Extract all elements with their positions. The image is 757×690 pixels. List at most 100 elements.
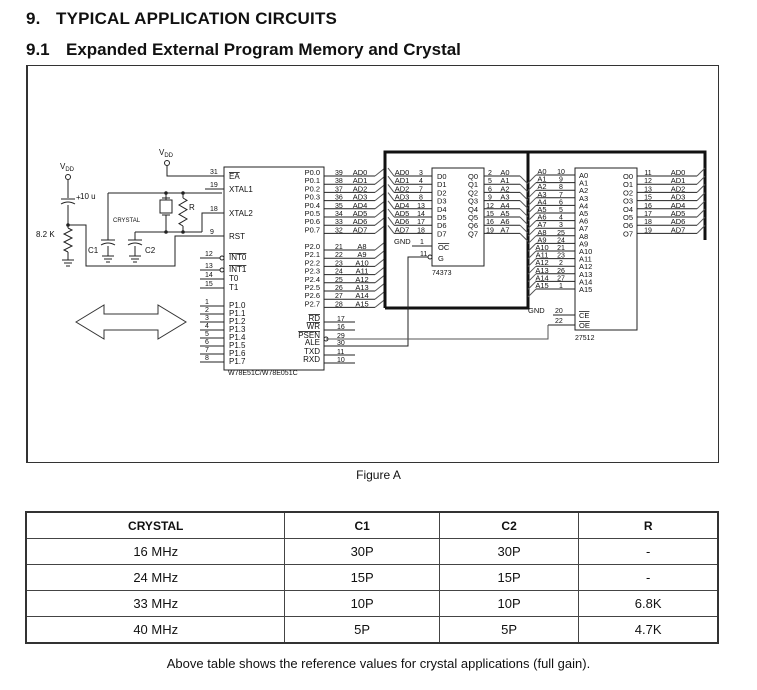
net-label: A0: [537, 167, 546, 176]
pin-number: 22: [335, 252, 343, 259]
pin-number: 1: [559, 283, 563, 290]
mcu-pin-label: P0.6: [305, 217, 320, 226]
eprom-pin-label: O0: [623, 172, 633, 181]
mcu-pin-label-int1: INT1: [229, 265, 247, 274]
net-label: A7: [537, 220, 546, 229]
latch-pin-label: D1: [437, 180, 447, 189]
mcu-pin-label-t0: T0: [229, 274, 239, 283]
pin-number: 7: [559, 192, 563, 199]
pin-number: 3: [559, 222, 563, 229]
pin-number: 6: [559, 199, 563, 206]
pin-number: 12: [205, 251, 213, 258]
net-label: A13: [355, 283, 368, 292]
mcu-pin-label-xtal1: XTAL1: [229, 185, 253, 194]
bus-entry: [527, 288, 537, 298]
latch-pin-label: Q6: [468, 221, 478, 230]
pin-number: 12: [486, 203, 494, 210]
bus-entry: [696, 216, 706, 226]
pin-number: 12: [644, 178, 652, 185]
net-label: AD0: [671, 168, 686, 177]
net-label: A8: [357, 242, 366, 251]
pin-number: 13: [417, 203, 425, 210]
cell-c2: 15P: [438, 564, 580, 591]
c1-label: C1: [88, 246, 99, 255]
eprom-pin-label: A1: [579, 179, 588, 188]
pin-number: 8: [205, 355, 209, 362]
header-r: R: [578, 511, 719, 539]
mcu-pin-label: TXD: [304, 347, 320, 356]
crystal-label: CRYSTAL: [113, 218, 141, 224]
schematic: VDD+10 u8.2 KVDDC1CRYSTALRC2W78E51C/W78E…: [36, 148, 707, 377]
latch-name: 74373: [432, 270, 452, 277]
subsection-number: 9.1: [26, 40, 50, 59]
eprom-pin-label: CE: [579, 311, 589, 320]
bus-entry: [527, 235, 537, 245]
pin-number: 20: [555, 308, 563, 315]
pin-number: 32: [335, 227, 343, 234]
net-label: A9: [537, 235, 546, 244]
eprom-pin-label: OE: [579, 321, 590, 330]
data-address-bus: [383, 150, 707, 308]
bus-entry: [527, 197, 537, 207]
net-label: A12: [535, 258, 548, 267]
latch-pin-label: D4: [437, 205, 447, 214]
net-label: A11: [536, 251, 549, 260]
cell-r: 4.7K: [578, 616, 719, 644]
eprom-pin-label: O7: [623, 229, 633, 238]
pin-number: 15: [205, 281, 213, 288]
latch-pin-label: Q2: [468, 188, 478, 197]
latch-pin-label: D7: [437, 229, 447, 238]
net-label: A12: [355, 275, 368, 284]
eprom-name: 27512: [575, 335, 595, 342]
mcu-pin-label: P0.2: [305, 184, 320, 193]
pin-number: 25: [335, 277, 343, 284]
pin-number: 8: [559, 184, 563, 191]
mcu-pin-label: P2.6: [305, 291, 320, 300]
mcu-pin-label: ALE: [305, 338, 320, 347]
net-label: AD6: [353, 217, 368, 226]
eprom-pin-label: A0: [579, 171, 588, 180]
eprom-pin-label: A11: [579, 255, 592, 264]
eprom-pin-label: A15: [579, 285, 592, 294]
bus-entry: [387, 184, 395, 193]
resistor-icon: [178, 197, 188, 227]
mcu-pin-label: P2.0: [305, 242, 320, 251]
pin-number: 28: [335, 301, 343, 308]
pin-number: 19: [486, 227, 494, 234]
pin-number: 30: [337, 340, 345, 347]
bus-entry: [374, 225, 386, 234]
pin-number: 6: [205, 339, 209, 346]
section-number: 9.: [26, 9, 41, 28]
bus-entry: [527, 281, 537, 290]
bus-entry: [696, 225, 706, 234]
header-c1: C1: [284, 511, 440, 539]
bus-entry: [527, 250, 537, 260]
pin-number: 3: [419, 170, 423, 177]
net-label: A7: [500, 225, 509, 234]
bus-entry: [519, 192, 529, 201]
latch-pin-label: D5: [437, 213, 447, 222]
cell-r: -: [578, 538, 719, 565]
pin-number: 5: [488, 178, 492, 185]
mcu-pin-label: P2.1: [305, 250, 320, 259]
ea-wire: [166, 166, 222, 177]
net-label: AD6: [671, 217, 686, 226]
pin-number: 21: [557, 245, 565, 252]
polarity-label: +: [76, 193, 81, 202]
eprom-pin-label: A13: [579, 270, 592, 279]
net-label: A1: [500, 176, 509, 185]
mcu-pin-label: PSEN: [298, 331, 320, 340]
eprom-pin-label: A4: [579, 201, 588, 210]
pin-number: 37: [335, 186, 343, 193]
net-label: AD0: [353, 168, 368, 177]
mcu-pin-label-ea: EA: [229, 172, 240, 181]
pin-number: 8: [419, 195, 423, 202]
eprom-pin-label: A14: [579, 277, 592, 286]
pin-number: 15: [486, 211, 494, 218]
resistor-8k2-label: 8.2 K: [36, 230, 55, 239]
vdd-label: VDD: [60, 162, 75, 173]
latch-pin-label: OC: [438, 243, 450, 252]
gnd-label: GND: [394, 237, 411, 246]
mcu-name: W78E51C/W78E051C: [228, 370, 298, 377]
pin-number: 18: [644, 219, 652, 226]
